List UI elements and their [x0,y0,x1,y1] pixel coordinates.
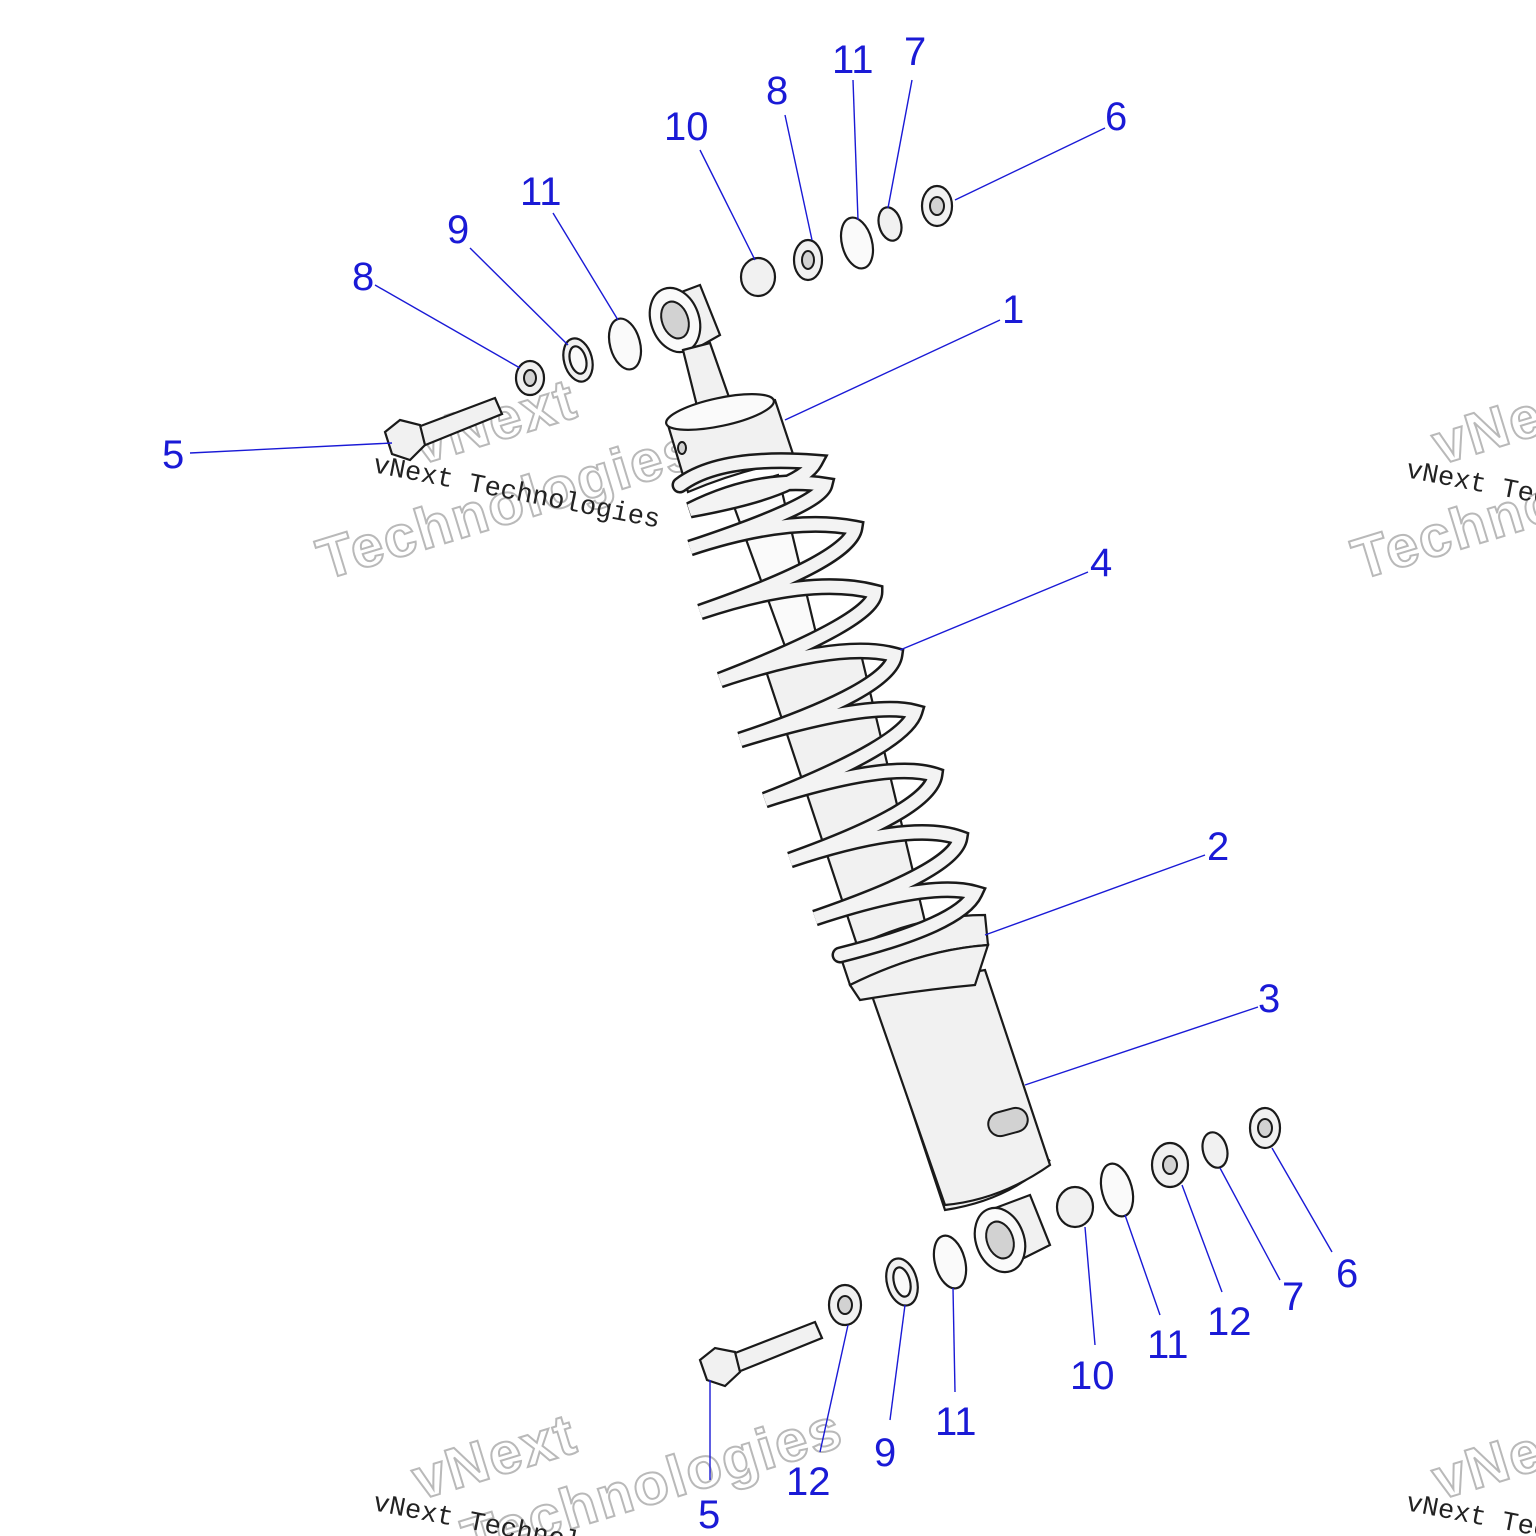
leader-12-bottom-right [1181,1184,1223,1293]
callout-5-bottom: 5 [698,1493,720,1536]
leader-lines [189,79,1333,1480]
lower-left-hardware [698,1234,968,1388]
upper-washer-7 [877,206,903,242]
lower-washer-9-hole [892,1266,912,1298]
callout-9-bottom: 9 [874,1431,896,1475]
leader-5-top [189,442,393,454]
callout-11-top-left: 11 [520,170,562,214]
callout-1: 1 [1002,288,1024,332]
leader-7-top [887,79,913,209]
callout-7-top: 7 [904,30,926,74]
callout-10-bottom: 10 [1070,1354,1115,1398]
callout-10-top: 10 [664,105,709,149]
leader-11-bottom-right [1124,1214,1161,1316]
leader-8-top-right [784,114,813,241]
upper-left-hardware [383,317,643,462]
lower-bolt-head [698,1346,742,1388]
callout-11-top-right: 11 [832,38,874,82]
callout-7-bottom: 7 [1282,1275,1304,1319]
callout-11-bottom-left: 11 [935,1400,977,1444]
upper-bushing-8-right-bore [801,250,815,270]
lower-bushing-12-right-bore [1162,1155,1178,1175]
leader-9-bottom [889,1304,906,1421]
callout-3: 3 [1258,977,1280,1021]
lower-bolt-shank [728,1320,824,1374]
upper-cap-hole [677,441,687,455]
upper-spacer-10 [739,256,777,298]
bottom-eyelet-bore [985,1220,1015,1260]
lower-spacer-10 [1055,1185,1095,1229]
leader-8-top-left [374,284,521,369]
lower-snap-ring-11-left [932,1234,968,1290]
lower-bushing-12-left-bore [837,1295,853,1315]
leader-10-bottom [1084,1226,1096,1346]
coil-spring [671,452,987,964]
upper-right-hardware [739,184,954,298]
leader-6-bottom [1271,1147,1333,1253]
watermark-word-vnext: vNext [1425,366,1536,477]
leader-1 [784,319,1001,421]
leader-2 [984,854,1206,936]
leader-3 [1024,1006,1259,1086]
callout-5-top: 5 [162,433,184,477]
upper-bushing-8-bore [523,369,537,387]
callout-labels: 1 2 3 4 5 5 6 6 7 7 8 8 9 9 10 10 11 11 … [162,30,1358,1536]
lower-body-tube [868,968,1052,1207]
leader-11-top-right [852,79,859,221]
callout-2: 2 [1207,825,1229,869]
leader-12-bottom-left [819,1324,849,1453]
lower-washer-7 [1201,1131,1229,1169]
upper-snap-ring-11-left [607,317,643,371]
top-eyelet-bore [660,300,690,340]
leader-9-top [469,247,569,346]
leader-7-bottom [1219,1167,1281,1281]
callout-8-right: 8 [766,69,788,113]
callout-6-top: 6 [1105,95,1127,139]
upper-cap-6-bore [929,196,945,216]
leader-10-top [699,149,756,261]
leader-6-top [954,127,1106,201]
upper-washer-9-hole [568,345,588,375]
callout-12-bottom-right: 12 [1207,1300,1252,1344]
callout-8-left: 8 [352,255,374,299]
lower-snap-ring-11-right [1099,1162,1135,1218]
leader-11-bottom-left [952,1287,956,1393]
callout-12-bottom-left: 12 [786,1460,831,1504]
lower-body-slot [987,1106,1029,1138]
upper-cap-top [665,393,775,431]
upper-snap-ring-11-right [839,216,875,270]
callout-4: 4 [1090,541,1112,585]
callout-9-top: 9 [447,208,469,252]
callout-11-bottom-right: 11 [1147,1323,1189,1367]
leader-4 [899,571,1089,651]
upper-bolt-head [383,418,427,462]
callout-6-bottom: 6 [1336,1252,1358,1296]
leader-11-top-left [552,212,619,321]
spring-coils-fill [674,454,984,961]
spring-seat-skirt [848,943,990,1002]
lower-cap-6-bore [1257,1118,1273,1138]
lower-right-hardware [1055,1106,1282,1229]
